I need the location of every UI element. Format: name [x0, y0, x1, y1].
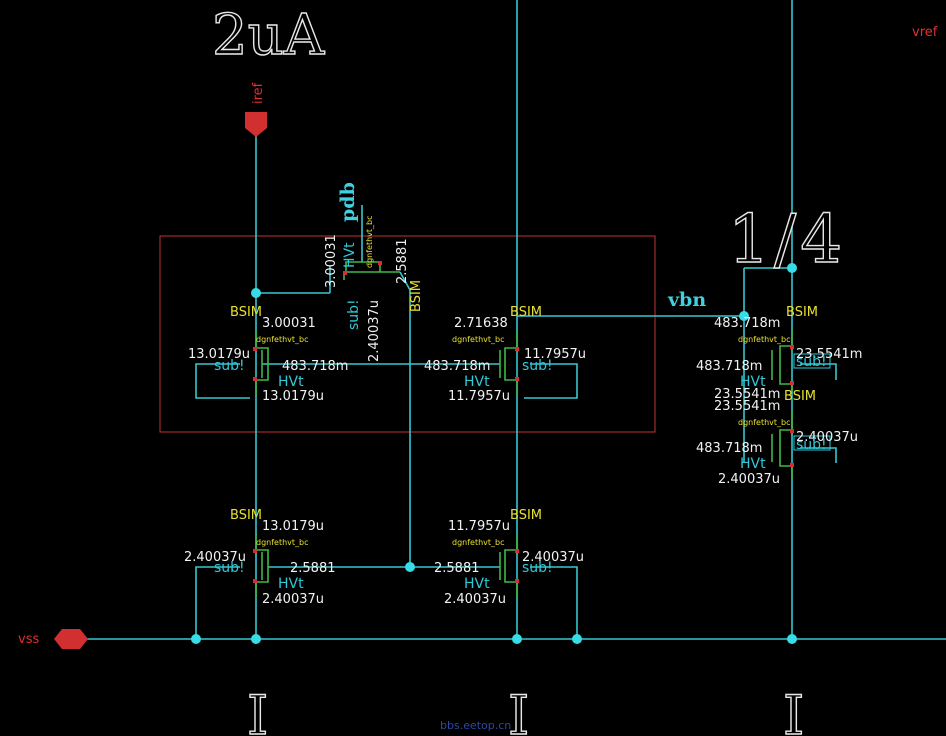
vref-pin-label: vref	[912, 25, 938, 40]
m5-w: 483.718m	[714, 316, 780, 331]
m4-vt: HVt	[464, 576, 490, 592]
iref-pin[interactable]	[245, 112, 267, 137]
m3-g: 2.5881	[290, 561, 336, 576]
m6-s: 2.40037u	[718, 472, 780, 487]
m3-l: 2.40037u	[184, 550, 246, 565]
m3-vt: HVt	[278, 576, 304, 592]
switch-l: 2.5881	[395, 239, 410, 285]
m2-w: 2.71638	[454, 316, 508, 331]
device-m1[interactable]	[253, 332, 269, 396]
m6-g: 483.718m	[696, 441, 762, 456]
switch-vt: HVt	[342, 242, 358, 268]
switch-m: 2.40037u	[367, 300, 382, 362]
vss-pin-label: vss	[18, 632, 39, 647]
m1-l: 13.0179u	[188, 347, 250, 362]
m5-cell: dgnfethvt_bc	[738, 335, 791, 344]
m2-vt: HVt	[464, 374, 490, 390]
switch-w: 3.00031	[324, 234, 339, 288]
m3-s: 2.40037u	[262, 592, 324, 607]
device-m6[interactable]	[771, 412, 831, 480]
m1-type: BSIM	[230, 305, 262, 320]
m2-l: 11.7957u	[524, 347, 586, 362]
watermark: bbs.eetop.cn	[440, 719, 511, 732]
m6-type: BSIM	[784, 389, 816, 404]
m4-cell: dgnfethvt_bc	[452, 538, 505, 547]
junction-dots	[191, 263, 797, 644]
ground-symbol-3: I	[783, 684, 804, 736]
m4-l: 2.40037u	[522, 550, 584, 565]
m2-type: BSIM	[510, 305, 542, 320]
m3-w: 13.0179u	[262, 519, 324, 534]
device-m4[interactable]	[499, 535, 519, 598]
m4-s: 2.40037u	[444, 592, 506, 607]
group-box	[159, 235, 656, 433]
m3-cell: dgnfethvt_bc	[256, 538, 309, 547]
switch-cell: dgnfethvt_bc	[365, 215, 374, 268]
device-m5[interactable]	[771, 330, 831, 392]
m5-s: 23.5541m	[714, 387, 780, 402]
m5-type: BSIM	[786, 305, 818, 320]
net-label-pdb: pdb	[337, 182, 359, 222]
m6-vt: HVt	[740, 456, 766, 472]
ratio-annotation: 1/4	[728, 201, 846, 278]
m6-sub: sub!	[796, 437, 827, 453]
m1-g: 483.718m	[282, 359, 348, 374]
net-label-vbn: vbn	[667, 289, 706, 311]
m2-g: 483.718m	[424, 359, 490, 374]
device-m3[interactable]	[253, 535, 269, 598]
m2-s: 11.7957u	[448, 389, 510, 404]
m3-type: BSIM	[230, 508, 262, 523]
m4-g: 2.5881	[434, 561, 480, 576]
iref-pin-label: iref	[251, 82, 266, 104]
current-annotation: 2uA	[212, 3, 325, 68]
wires	[85, 0, 946, 640]
m1-cell: dgnfethvt_bc	[256, 335, 309, 344]
m1-vt: HVt	[278, 374, 304, 390]
device-switch[interactable]	[343, 261, 400, 280]
m5-sub: sub!	[796, 354, 827, 370]
m2-sub: sub!	[522, 358, 553, 374]
m5-vt: HVt	[740, 374, 766, 390]
m6-cell: dgnfethvt_bc	[738, 418, 791, 427]
m6-w: 23.5541m	[714, 399, 780, 414]
m1-sub: sub!	[214, 358, 245, 374]
device-m2[interactable]	[499, 332, 519, 396]
ground-symbol-1: I	[247, 684, 268, 736]
switch-sub: sub!	[346, 299, 362, 330]
m3-sub: sub!	[214, 560, 245, 576]
m5-l: 23.5541m	[796, 347, 862, 362]
m1-s: 13.0179u	[262, 389, 324, 404]
vss-pin[interactable]	[54, 629, 88, 649]
m1-w: 3.00031	[262, 316, 316, 331]
m2-cell: dgnfethvt_bc	[452, 335, 505, 344]
m4-type: BSIM	[510, 508, 542, 523]
m4-sub: sub!	[522, 560, 553, 576]
m6-l: 2.40037u	[796, 430, 858, 445]
m4-w: 11.7957u	[448, 519, 510, 534]
m5-g: 483.718m	[696, 359, 762, 374]
ground-symbol-2: I	[508, 684, 529, 736]
switch-type: BSIM	[409, 280, 424, 312]
